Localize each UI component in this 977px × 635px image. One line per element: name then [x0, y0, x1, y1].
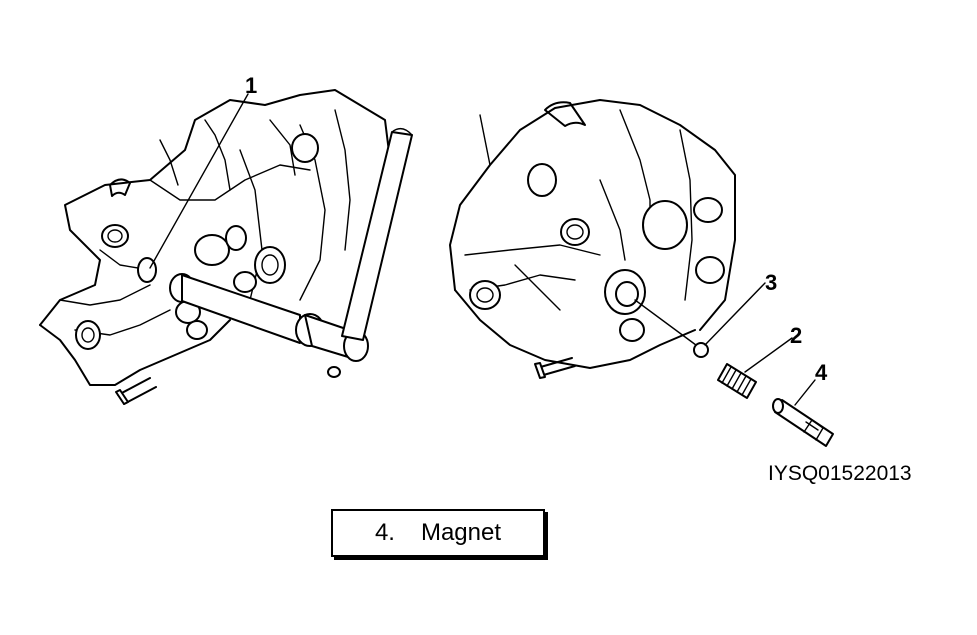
callout-4: 4	[815, 360, 828, 385]
callout-4-leader	[794, 379, 816, 406]
legend-number: 4.	[374, 519, 395, 546]
assembly-axis-line	[634, 299, 701, 349]
legend-label: Magnet	[420, 519, 502, 546]
callout-2-leader	[744, 337, 793, 373]
ball	[693, 342, 709, 358]
spring	[717, 363, 757, 399]
callout-1-leader	[149, 93, 249, 269]
right-housing-illustration	[449, 99, 736, 379]
legend-box: 4. Magnet	[331, 509, 545, 557]
callout-3: 3	[765, 270, 777, 295]
left-housing-illustration	[39, 89, 413, 405]
callout-1: 1	[245, 73, 257, 98]
callout-2: 2	[790, 323, 802, 348]
callout-3-leader	[704, 282, 766, 346]
figure-code: IYSQ01522013	[768, 462, 912, 485]
magnet	[772, 398, 834, 447]
